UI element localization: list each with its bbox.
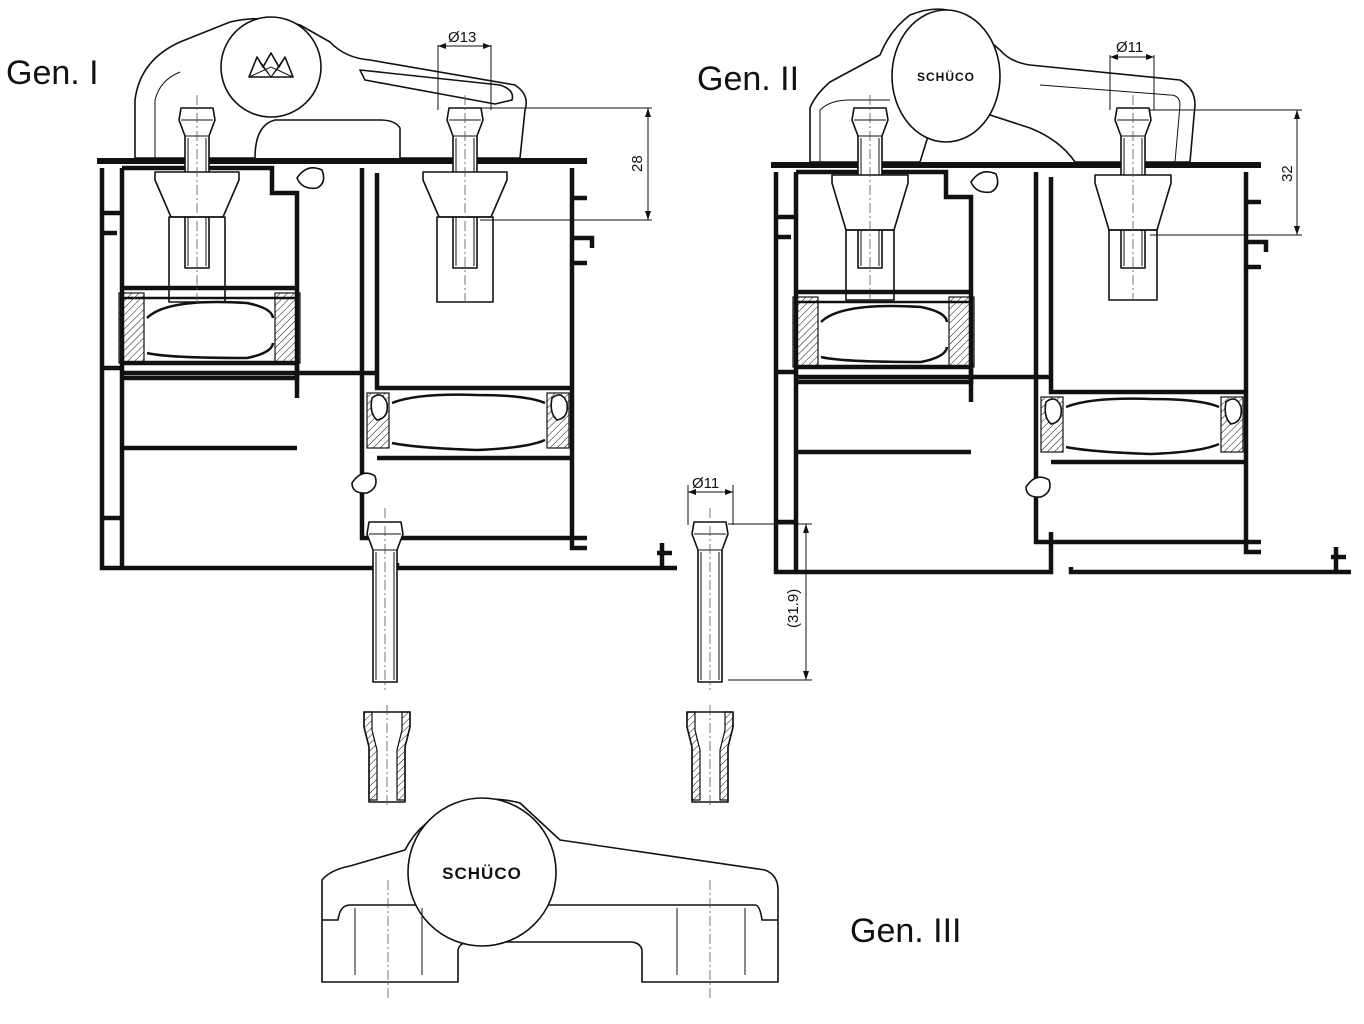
gen1-diameter-dim: Ø13	[448, 29, 476, 46]
gen1-height-dim: 28	[629, 155, 646, 172]
gen2-diameter-dim: Ø11	[1116, 39, 1143, 56]
gen3-assembly: Gen. III SCHÜCO Ø11 (31.9)	[321, 475, 962, 998]
gen3-height-dim: (31.9)	[785, 589, 802, 628]
gen3-label: Gen. III	[850, 912, 962, 950]
stylized-crown-logo-icon	[248, 52, 294, 78]
gen3-logo-disc	[407, 797, 557, 947]
gen2-label: Gen. II	[697, 60, 799, 98]
gen1-label: Gen. I	[6, 54, 99, 92]
gen2-logo-disc	[891, 9, 1001, 143]
gen3-diameter-dim: Ø11	[692, 475, 719, 492]
gen1-assembly: Gen. I Ø13 28	[6, 16, 677, 568]
gen2-logo-text: SCHÜCO	[917, 69, 975, 84]
gen2-height-dim: 32	[1279, 165, 1296, 182]
gen3-logo-text: SCHÜCO	[442, 864, 522, 883]
gen2-assembly: Gen. II SCHÜCO Ø11 32	[697, 8, 1351, 572]
